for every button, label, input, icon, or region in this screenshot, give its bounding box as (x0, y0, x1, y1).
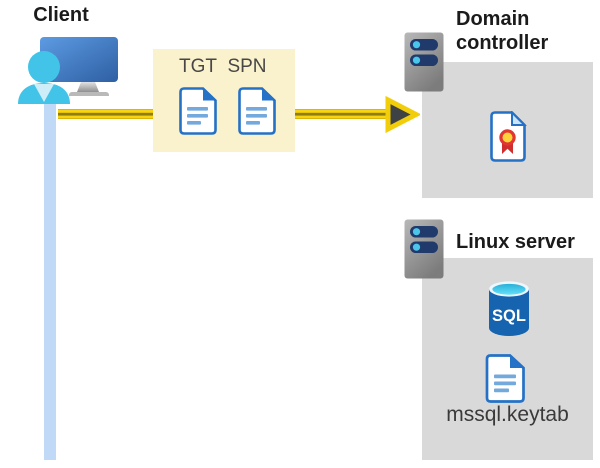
tgt-document-icon (179, 87, 217, 135)
keytab-document-icon (485, 354, 525, 403)
user-icon (18, 51, 70, 104)
sql-database-icon: SQL (489, 281, 529, 336)
spn-label: SPN (227, 56, 267, 77)
spn-document-icon (238, 87, 276, 135)
linux-server-icon (404, 219, 444, 279)
keytab-label: mssql.keytab (446, 403, 569, 426)
client-icon (18, 37, 118, 104)
certificate-icon (490, 111, 527, 162)
client-connection-line (44, 88, 56, 460)
domain-controller-label: Domain controller (456, 8, 549, 54)
linux-server-label: Linux server (456, 231, 575, 253)
arrow-head (385, 96, 420, 134)
ticket-box: TGT SPN (153, 49, 295, 152)
client-label: Client (33, 4, 89, 26)
tgt-label: TGT (179, 56, 217, 77)
sql-icon-label: SQL (492, 307, 526, 325)
domain-controller-server-icon (404, 32, 444, 92)
